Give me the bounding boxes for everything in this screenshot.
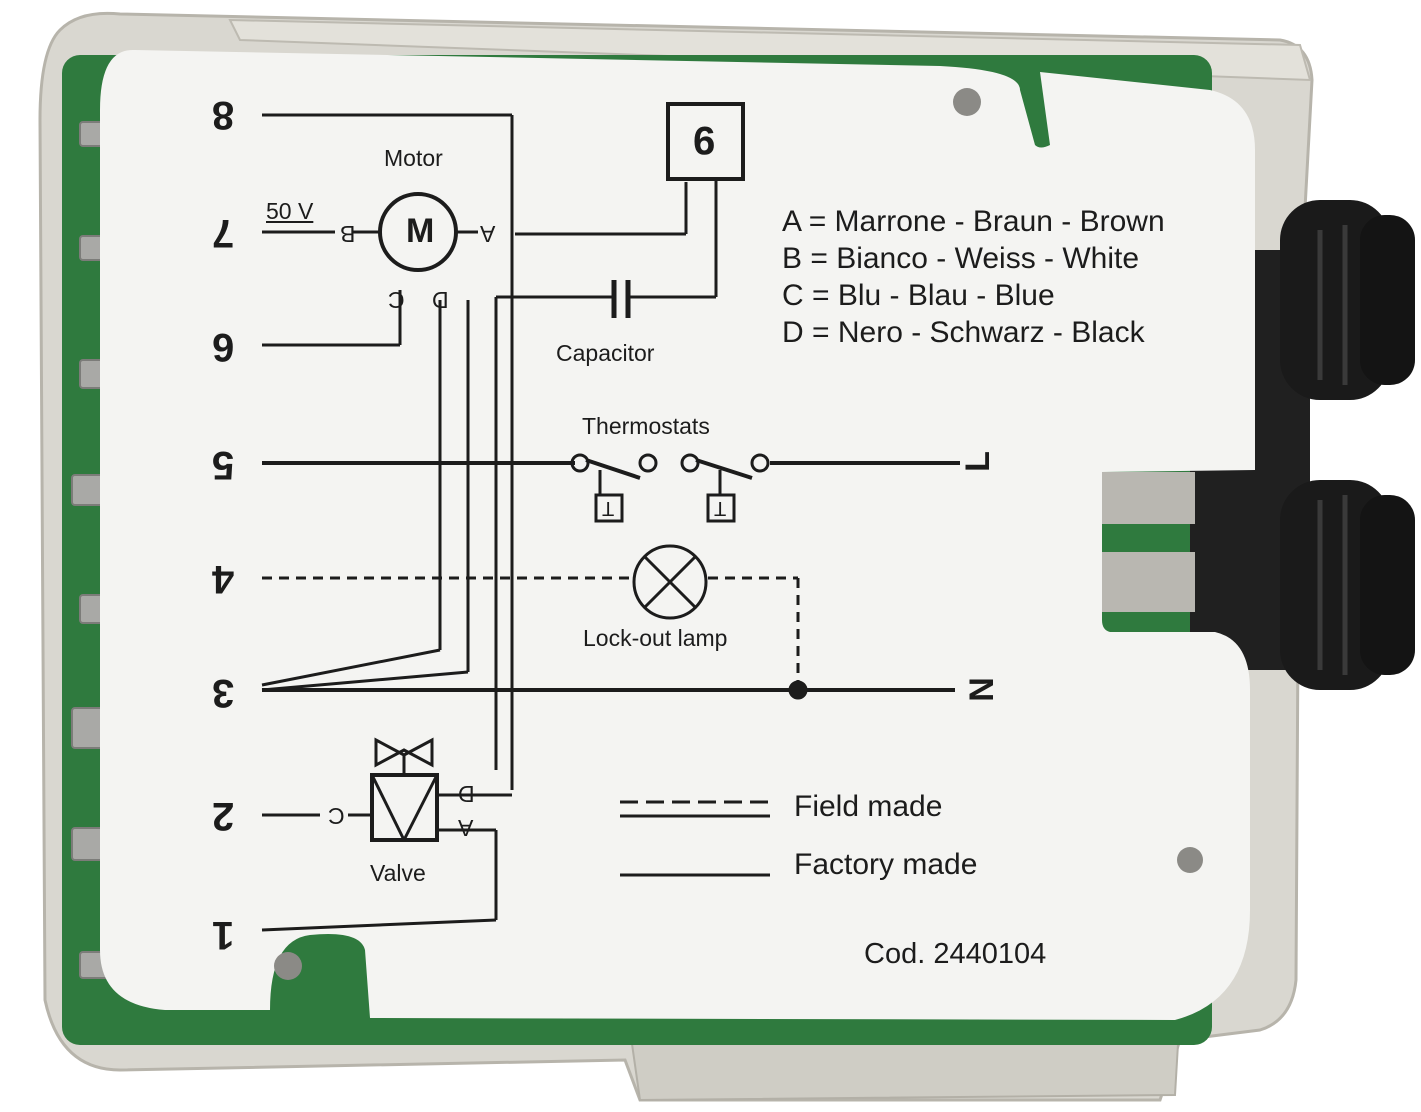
legend-entry-d: D = Nero - Schwarz - Black xyxy=(782,316,1145,349)
connector-blade xyxy=(1095,552,1195,612)
terminal-7: 7 xyxy=(212,211,235,255)
motor-wire-d: D xyxy=(432,287,449,313)
valve-wire-a: A xyxy=(458,815,474,841)
part-code: Cod. 2440104 xyxy=(864,938,1047,970)
legend-entry-a: A = Marrone - Braun - Brown xyxy=(782,205,1165,238)
terminal-5: 5 xyxy=(212,443,235,487)
screw-head xyxy=(1177,847,1203,873)
field-made-label: Field made xyxy=(794,790,943,823)
valve-label: Valve xyxy=(370,860,426,886)
terminal-box-9: 9 xyxy=(693,118,716,162)
wiring-diagram xyxy=(261,102,960,932)
screw-head xyxy=(274,952,302,980)
terminal-4: 4 xyxy=(212,557,235,601)
legend-entry-b: B = Bianco - Weiss - White xyxy=(782,242,1140,275)
screw-head xyxy=(953,88,981,116)
motor-wire-c: C xyxy=(388,287,405,313)
legend-entry-c: C = Blu - Blau - Blue xyxy=(782,279,1055,312)
terminal-8: 8 xyxy=(212,93,235,137)
thermostat-symbol-2: T xyxy=(714,497,727,519)
terminal-3: 3 xyxy=(212,671,235,715)
terminal-1: 1 xyxy=(212,913,235,957)
thermostat-symbol-1: T xyxy=(602,497,615,519)
terminal-2: 2 xyxy=(212,794,235,838)
black-connector xyxy=(1190,200,1415,690)
voltage-label: 50 V xyxy=(266,198,314,224)
thermostats-label: Thermostats xyxy=(582,413,710,439)
white-label xyxy=(100,49,1255,1020)
motor-wire-a: A xyxy=(480,221,496,247)
neutral-label: N xyxy=(962,677,1001,702)
motor-label: Motor xyxy=(384,145,443,171)
connector-blade xyxy=(1095,472,1195,524)
terminal-6: 6 xyxy=(212,325,235,369)
line-label: L xyxy=(958,451,997,472)
motor-symbol: M xyxy=(406,212,435,250)
factory-made-label: Factory made xyxy=(794,848,978,881)
capacitor-label: Capacitor xyxy=(556,340,655,366)
valve-wire-d: D xyxy=(458,781,475,807)
valve-wire-c: C xyxy=(328,803,345,829)
color-legend: A = Marrone - Braun - Brown B = Bianco -… xyxy=(782,203,1165,351)
lamp-label: Lock-out lamp xyxy=(583,625,728,651)
motor-wire-b: B xyxy=(340,221,356,247)
